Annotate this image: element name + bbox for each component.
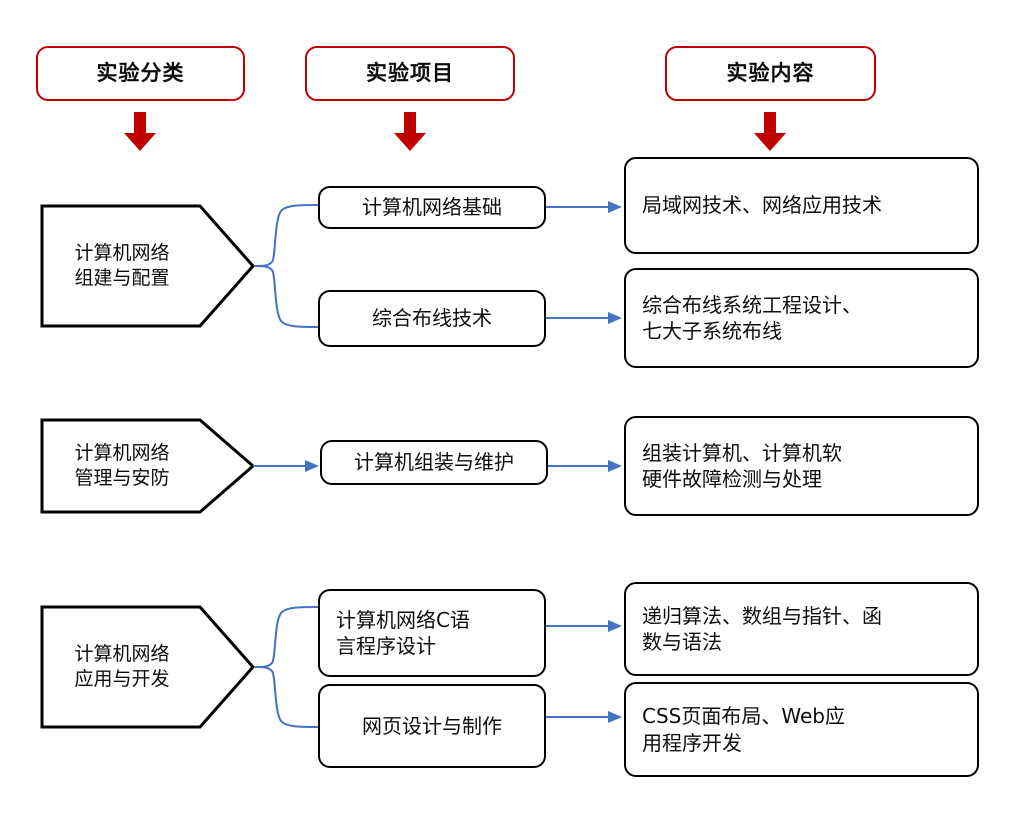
- category-line: 组建与配置: [74, 267, 170, 289]
- project-line: 言程序设计: [336, 634, 436, 658]
- category-line: 应用与开发: [74, 668, 170, 690]
- content-line: 硬件故障检测与处理: [642, 467, 822, 491]
- category-line: 管理与安防: [74, 467, 170, 489]
- project-line: 网页设计与制作: [362, 713, 502, 738]
- header-box-experiment-project: 实验项目: [305, 46, 515, 101]
- connector-arrow-3-1: [546, 616, 626, 636]
- connector-arrow-1-1: [546, 197, 626, 217]
- connector-arrow-3-2: [546, 707, 626, 727]
- project-box-2-1[interactable]: 计算机组装与维护: [320, 440, 548, 485]
- header-box-experiment-content: 实验内容: [665, 46, 876, 101]
- content-box-1-2[interactable]: 综合布线系统工程设计、 七大子系统布线: [624, 268, 979, 368]
- category-chevron-1: 计算机网络 组建与配置: [40, 204, 255, 328]
- red-down-arrow-icon-project: [393, 112, 427, 152]
- project-box-3-2[interactable]: 网页设计与制作: [318, 684, 546, 768]
- header-label-experiment-content: 实验内容: [726, 61, 815, 85]
- category-line: 计算机网络: [74, 642, 170, 665]
- project-line: 计算机组装与维护: [354, 450, 514, 475]
- category-line: 计算机网络: [74, 441, 170, 464]
- content-line: 组装计算机、计算机软: [642, 440, 842, 465]
- content-box-3-1[interactable]: 递归算法、数组与指针、函 数与语法: [624, 582, 979, 676]
- content-line: 综合布线系统工程设计、: [642, 292, 862, 317]
- header-label-experiment-category: 实验分类: [96, 61, 185, 85]
- project-box-3-1[interactable]: 计算机网络C语 言程序设计: [318, 589, 546, 677]
- project-line: 综合布线技术: [372, 306, 492, 331]
- project-box-1-1[interactable]: 计算机网络基础: [318, 186, 546, 229]
- project-line: 计算机网络基础: [362, 195, 502, 220]
- content-line: CSS页面布局、Web应: [642, 704, 845, 729]
- header-box-experiment-category: 实验分类: [36, 46, 245, 101]
- connector-arrow-2-1: [548, 456, 626, 476]
- content-box-1-1[interactable]: 局域网技术、网络应用技术: [624, 157, 979, 254]
- content-box-2-1[interactable]: 组装计算机、计算机软 硬件故障检测与处理: [624, 416, 979, 516]
- content-line: 局域网技术、网络应用技术: [642, 193, 882, 218]
- connector-arrow-2-0: [253, 456, 323, 476]
- red-down-arrow-icon-content: [753, 112, 787, 152]
- category-label-3: 计算机网络 应用与开发: [46, 605, 198, 729]
- connector-arrow-1-2: [546, 308, 626, 328]
- content-line: 数与语法: [642, 630, 722, 654]
- project-line: 计算机网络C语: [336, 607, 470, 632]
- content-line: 用程序开发: [642, 730, 742, 755]
- red-down-arrow-icon-category: [123, 112, 157, 152]
- project-box-1-2[interactable]: 综合布线技术: [318, 290, 546, 347]
- category-label-2: 计算机网络 管理与安防: [46, 418, 198, 514]
- header-label-experiment-project: 实验项目: [366, 61, 454, 85]
- content-line: 七大子系统布线: [642, 319, 782, 343]
- content-box-3-2[interactable]: CSS页面布局、Web应 用程序开发: [624, 682, 979, 777]
- category-line: 计算机网络: [74, 241, 170, 264]
- category-label-1: 计算机网络 组建与配置: [46, 204, 198, 328]
- category-chevron-2: 计算机网络 管理与安防: [40, 418, 255, 514]
- content-line: 递归算法、数组与指针、函: [642, 603, 882, 628]
- category-chevron-3: 计算机网络 应用与开发: [40, 605, 255, 729]
